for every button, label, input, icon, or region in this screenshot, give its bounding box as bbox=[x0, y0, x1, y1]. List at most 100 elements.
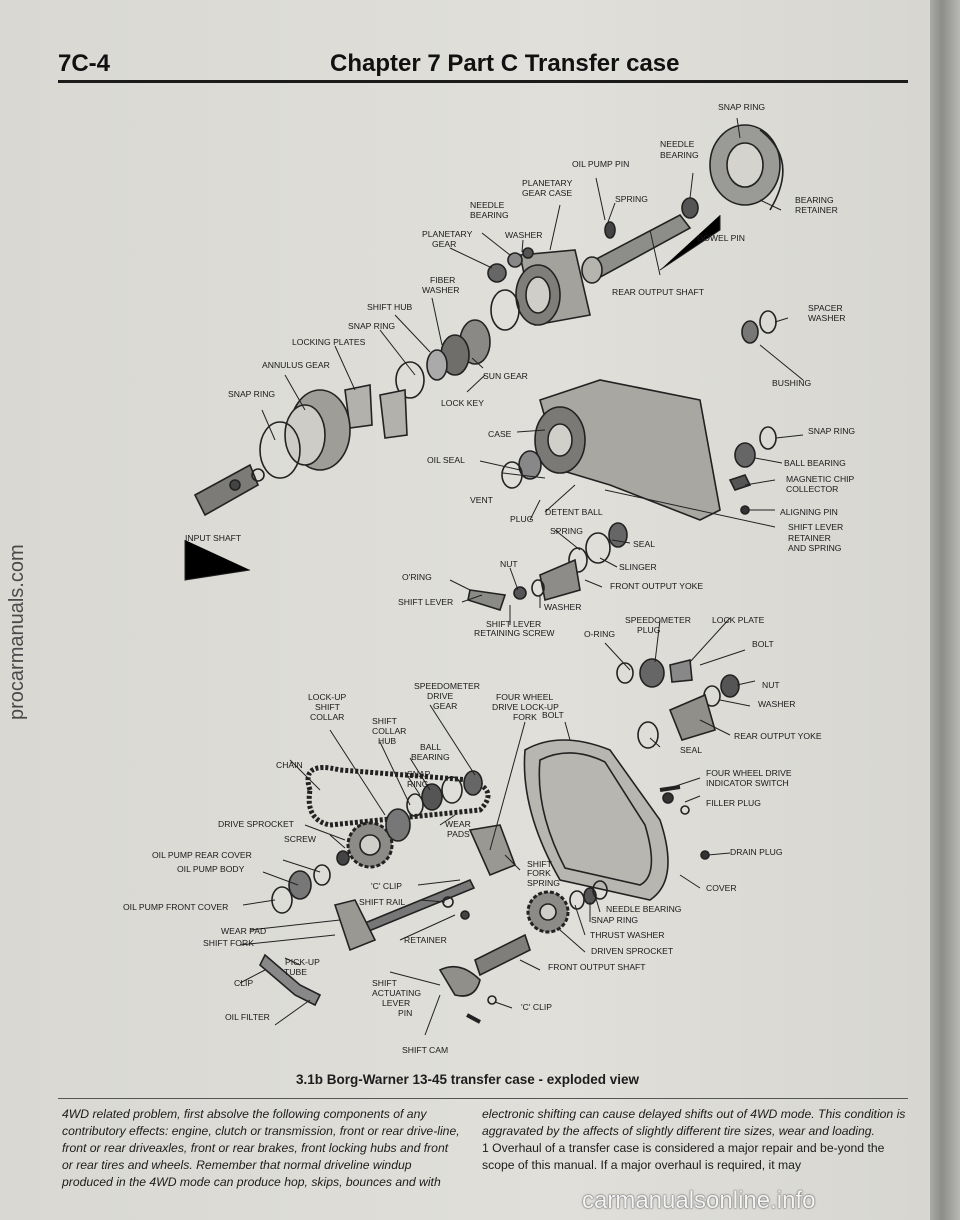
part-label: RETAINER bbox=[788, 533, 831, 543]
part-label: LEVER bbox=[382, 998, 410, 1008]
part-label: NEEDLE bbox=[660, 139, 695, 149]
part-label: BEARING bbox=[795, 195, 834, 205]
part-label: DETENT BALL bbox=[545, 507, 603, 517]
part-label: HUB bbox=[378, 736, 396, 746]
part-label: COVER bbox=[706, 883, 737, 893]
part-label: BUSHING bbox=[772, 378, 811, 388]
part-label: SHIFT RAIL bbox=[359, 897, 405, 907]
body-rule bbox=[58, 1098, 908, 1099]
part-label: SHIFT bbox=[372, 978, 398, 988]
body-text-right-column: electronic shifting can cause delayed sh… bbox=[482, 1106, 907, 1174]
part-label: SHIFT bbox=[527, 859, 553, 869]
part-label: NEEDLE BEARING bbox=[606, 904, 682, 914]
part-label: SLINGER bbox=[619, 562, 657, 572]
part-label: SNAP bbox=[407, 769, 431, 779]
part-label: FORK bbox=[513, 712, 537, 722]
part-label: WASHER bbox=[422, 285, 459, 295]
part-label: SEAL bbox=[680, 745, 702, 755]
part-label: GEAR bbox=[432, 239, 456, 249]
part-label: SUN GEAR bbox=[483, 371, 528, 381]
part-label: MAGNETIC CHIP bbox=[786, 474, 855, 484]
part-label: SHIFT LEVER bbox=[486, 619, 541, 629]
part-label: SNAP RING bbox=[348, 321, 395, 331]
part-label: FOUR WHEEL DRIVE bbox=[706, 768, 792, 778]
part-label: PLUG bbox=[510, 514, 534, 524]
part-label: VENT bbox=[470, 495, 494, 505]
part-label: AND SPRING bbox=[788, 543, 842, 553]
part-label: SHIFT LEVER bbox=[398, 597, 453, 607]
part-label: LOCK PLATE bbox=[712, 615, 765, 625]
part-label: DRIVE bbox=[427, 691, 454, 701]
part-label: COLLAR bbox=[310, 712, 344, 722]
part-label: RETAINER bbox=[795, 205, 838, 215]
part-label: PLUG bbox=[637, 625, 661, 635]
part-label: BOLT bbox=[542, 710, 565, 720]
part-label: 'C' CLIP bbox=[521, 1002, 552, 1012]
header-rule bbox=[58, 80, 908, 83]
part-label: SEAL bbox=[633, 539, 655, 549]
part-label: BALL BEARING bbox=[784, 458, 846, 468]
part-label: DOWEL PIN bbox=[697, 233, 745, 243]
part-label: SPRING bbox=[615, 194, 648, 204]
right-column-italic-text: electronic shifting can cause delayed sh… bbox=[482, 1107, 906, 1138]
page-number: 7C-4 bbox=[58, 50, 111, 77]
part-label: OIL PUMP PIN bbox=[572, 159, 629, 169]
part-label: WASHER bbox=[544, 602, 581, 612]
part-label: WASHER bbox=[808, 313, 845, 323]
part-label: WEAR PAD bbox=[221, 926, 266, 936]
part-label: COLLAR bbox=[372, 726, 406, 736]
part-label: THRUST WASHER bbox=[590, 930, 664, 940]
part-label: SHIFT CAM bbox=[402, 1045, 448, 1055]
part-label: OIL PUMP BODY bbox=[177, 864, 245, 874]
part-label: SPRING bbox=[527, 878, 560, 888]
part-label: PICK-UP bbox=[285, 957, 320, 967]
part-label: BALL bbox=[420, 742, 441, 752]
part-label: REAR OUTPUT SHAFT bbox=[612, 287, 705, 297]
part-label: NUT bbox=[762, 680, 780, 690]
part-label: RING bbox=[407, 779, 429, 789]
part-label: CHAIN bbox=[276, 760, 303, 770]
part-label: BEARING bbox=[411, 752, 450, 762]
right-column-paragraph-1: 1 Overhaul of a transfer case is conside… bbox=[482, 1141, 885, 1172]
part-label: DRIVE SPROCKET bbox=[218, 819, 295, 829]
part-label: SHIFT HUB bbox=[367, 302, 412, 312]
part-label: PIN bbox=[398, 1008, 412, 1018]
part-label: PADS bbox=[447, 829, 470, 839]
part-label: WASHER bbox=[505, 230, 542, 240]
bottom-watermark: carmanualsonline.info bbox=[582, 1187, 816, 1214]
figure-caption: 3.1b Borg-Warner 13-45 transfer case - e… bbox=[295, 1072, 640, 1087]
part-label: SPEEDOMETER bbox=[414, 681, 480, 691]
part-label: WASHER bbox=[758, 699, 795, 709]
part-label: RETAINING SCREW bbox=[474, 628, 555, 638]
part-label: O-RING bbox=[584, 629, 615, 639]
part-label: OIL PUMP REAR COVER bbox=[152, 850, 252, 860]
part-label: FRONT OUTPUT SHAFT bbox=[548, 962, 646, 972]
part-label: DRIVEN SPROCKET bbox=[591, 946, 674, 956]
part-label: FILLER PLUG bbox=[706, 798, 761, 808]
part-label: ACTUATING bbox=[372, 988, 421, 998]
part-label: NEEDLE bbox=[470, 200, 505, 210]
part-label: WEAR bbox=[445, 819, 471, 829]
part-label: ALIGNING PIN bbox=[780, 507, 838, 517]
part-label: 'C' CLIP bbox=[371, 881, 402, 891]
part-label: RETAINER bbox=[404, 935, 447, 945]
part-label: CASE bbox=[488, 429, 512, 439]
part-label: FIBER bbox=[430, 275, 455, 285]
part-label: SPRING bbox=[550, 526, 583, 536]
part-label: SNAP RING bbox=[228, 389, 275, 399]
part-label: INPUT SHAFT bbox=[185, 533, 242, 543]
part-label: CLIP bbox=[234, 978, 253, 988]
part-label: DRIVE LOCK-UP bbox=[492, 702, 559, 712]
part-label: PLANETARY bbox=[422, 229, 473, 239]
part-label: SPEEDOMETER bbox=[625, 615, 691, 625]
part-label: OIL SEAL bbox=[427, 455, 465, 465]
part-label: FOUR WHEEL bbox=[496, 692, 554, 702]
part-label: GEAR CASE bbox=[522, 188, 572, 198]
part-label: COLLECTOR bbox=[786, 484, 838, 494]
part-label: SPACER bbox=[808, 303, 843, 313]
part-label: SHIFT bbox=[372, 716, 398, 726]
part-label: OIL FILTER bbox=[225, 1012, 270, 1022]
part-label: INDICATOR SWITCH bbox=[706, 778, 789, 788]
part-label: FRONT OUTPUT YOKE bbox=[610, 581, 703, 591]
part-label: OIL PUMP FRONT COVER bbox=[123, 902, 228, 912]
